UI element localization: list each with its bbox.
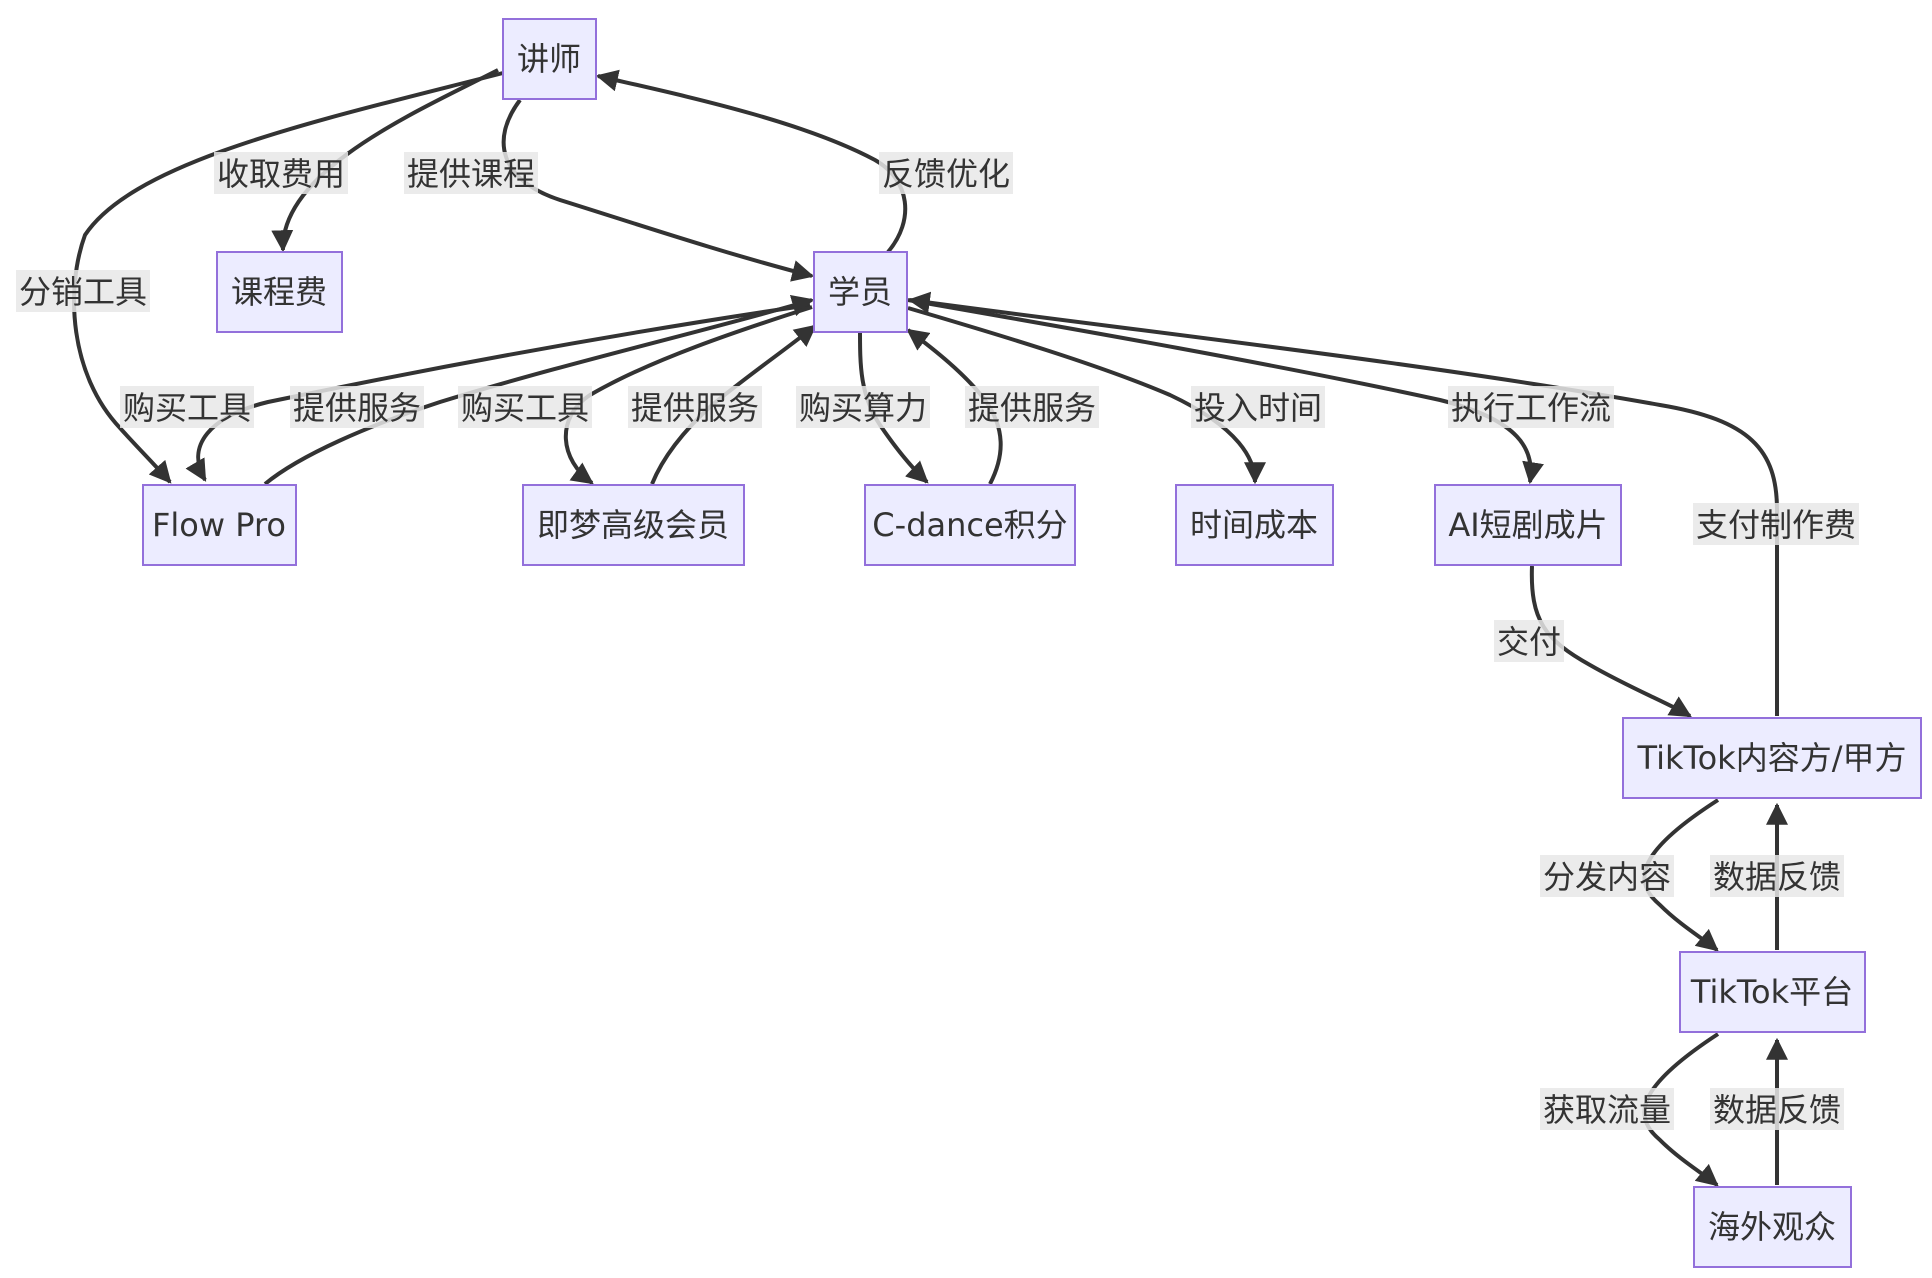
node-jimeng[interactable]: 即梦高级会员: [522, 484, 745, 566]
edge-label-client-pay: 支付制作费: [1696, 506, 1856, 544]
node-overseas-audience-label: 海外观众: [1708, 1208, 1836, 1246]
node-lecturer[interactable]: 讲师: [502, 18, 597, 100]
edge-label-student-buy-jimeng: 购买工具: [461, 389, 589, 427]
edge-student-to-time-cost: [907, 306, 1266, 485]
edge-label-lecturer-distribute: 分销工具: [19, 273, 147, 311]
edge-label-student-workflow: 执行工作流: [1451, 389, 1611, 427]
edge-client-to-student: [907, 291, 1779, 716]
edge-lecturer-to-course-fee: [271, 68, 499, 253]
edge-label-lecturer-course: 提供课程: [407, 155, 535, 193]
edge-label-client-distribute: 分发内容: [1543, 858, 1671, 896]
node-time-cost[interactable]: 时间成本: [1175, 484, 1334, 566]
edge-label-student-buy-flow: 购买工具: [123, 389, 251, 427]
nodes: 讲师 课程费 学员 Flow Pro 即梦高级会员 C-dance积分 时间成本: [142, 18, 1922, 1268]
edge-label-flow-service: 提供服务: [293, 389, 421, 427]
node-tiktok-client-label: TikTok内容方/甲方: [1637, 739, 1907, 777]
node-cdance-label: C-dance积分: [872, 506, 1067, 544]
node-tiktok-platform-label: TikTok平台: [1690, 973, 1853, 1011]
edge-label-platform-feedback: 数据反馈: [1713, 858, 1841, 896]
edge-lecturer-to-flow-pro: [72, 71, 504, 484]
node-flow-pro-label: Flow Pro: [152, 506, 286, 544]
edge-student-to-flow-pro: [185, 303, 811, 482]
edge-label-student-time: 投入时间: [1194, 389, 1322, 427]
node-tiktok-client[interactable]: TikTok内容方/甲方: [1622, 717, 1922, 799]
edge-label-platform-traffic: 获取流量: [1543, 1091, 1671, 1129]
edge-student-to-jimeng: [563, 305, 813, 485]
node-jimeng-label: 即梦高级会员: [537, 506, 729, 544]
edge-label-student-buy-cdance: 购买算力: [799, 389, 927, 427]
edge-student-to-ai-drama: [907, 298, 1544, 485]
node-ai-drama-label: AI短剧成片: [1448, 506, 1607, 544]
node-ai-drama[interactable]: AI短剧成片: [1434, 484, 1622, 566]
node-student[interactable]: 学员: [813, 251, 908, 333]
node-lecturer-label: 讲师: [517, 40, 581, 78]
edge-labels: 收取费用 提供课程 反馈优化 分销工具 购买工具 提供服务 购买工具 提供服务 …: [16, 152, 1859, 1130]
edge-label-drama-deliver: 交付: [1497, 623, 1561, 661]
node-course-fee-label: 课程费: [231, 273, 327, 311]
edge-label-audience-feedback: 数据反馈: [1713, 1091, 1841, 1129]
edge-label-cdance-service: 提供服务: [968, 389, 1096, 427]
edge-label-jimeng-service: 提供服务: [631, 389, 759, 427]
node-course-fee[interactable]: 课程费: [216, 251, 343, 333]
edge-student-to-lecturer: [595, 69, 908, 254]
node-student-label: 学员: [828, 273, 892, 311]
node-tiktok-platform[interactable]: TikTok平台: [1679, 951, 1866, 1033]
node-flow-pro[interactable]: Flow Pro: [142, 484, 297, 566]
edge-label-lecturer-fee: 收取费用: [217, 155, 345, 193]
edge-platform-to-audience: [1642, 1032, 1720, 1187]
node-time-cost-label: 时间成本: [1190, 506, 1318, 544]
edge-ai-drama-to-client: [1529, 565, 1692, 718]
node-overseas-audience[interactable]: 海外观众: [1693, 1186, 1852, 1268]
node-cdance[interactable]: C-dance积分: [864, 484, 1076, 566]
edge-lecturer-to-student: [501, 98, 815, 282]
edge-label-student-feedback: 反馈优化: [882, 155, 1010, 193]
edge-client-to-platform: [1642, 798, 1720, 952]
